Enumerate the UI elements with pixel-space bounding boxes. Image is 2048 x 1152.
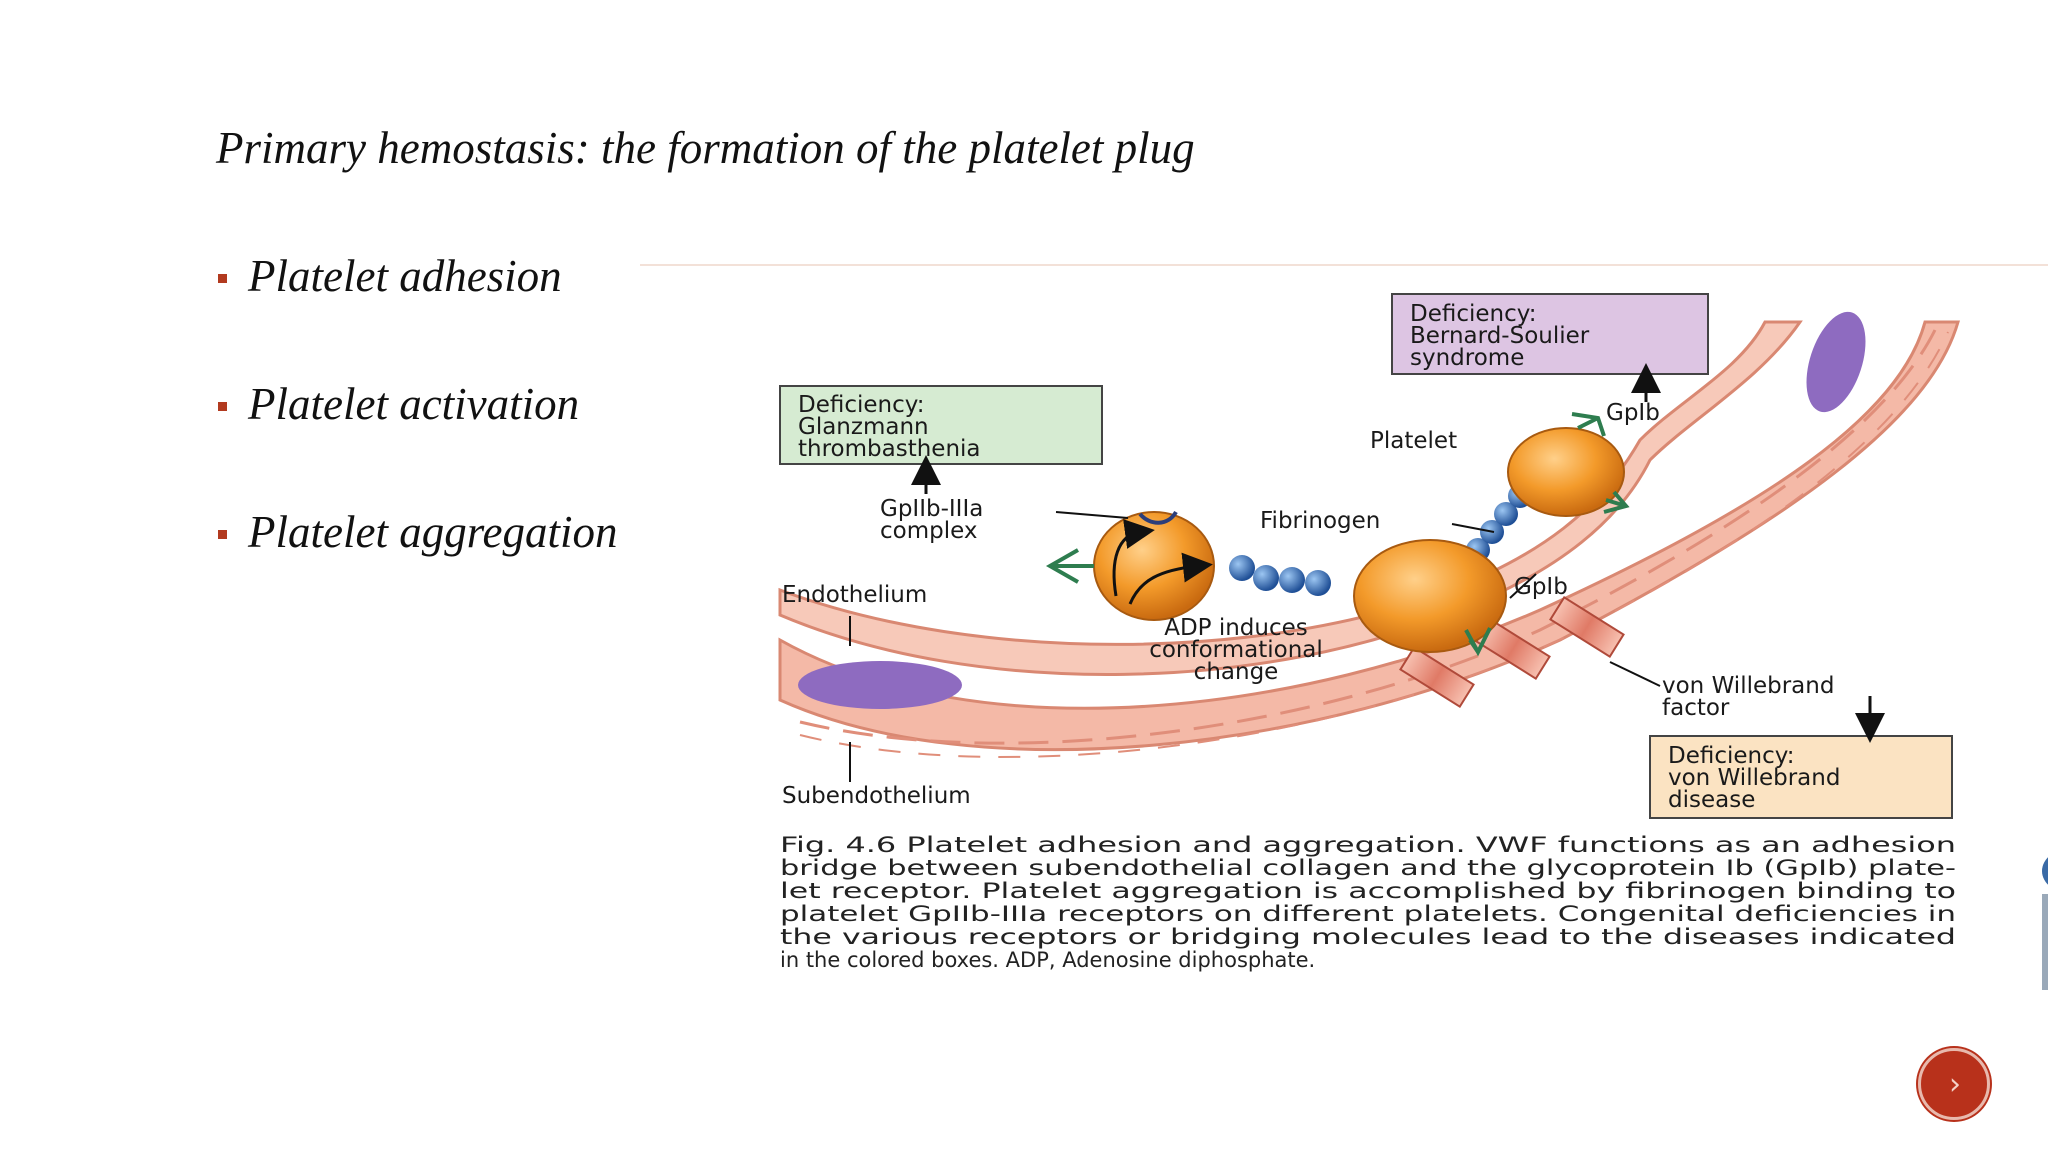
gpib-mid-label: GpIb <box>1514 574 1568 600</box>
endothelium-strip <box>778 320 1803 676</box>
leader-lines <box>849 511 1661 782</box>
gpiib-iiia-label: GpIIb-IIIa <box>880 496 983 522</box>
next-slide-button[interactable]: › <box>1918 1048 1990 1120</box>
caption-line: Fig. 4.6 Platelet adhesion and aggregati… <box>780 833 1956 857</box>
separator-line <box>640 264 2048 266</box>
bullet-item: Platelet activation <box>216 378 640 506</box>
caption-line: the various receptors or bridging molecu… <box>780 925 1956 949</box>
bullet-square-icon <box>218 274 227 283</box>
bernard-box-line: Bernard-Soulier <box>1410 323 1590 349</box>
caption-line: in the colored boxes. ADP, Adenosine dip… <box>780 948 1315 972</box>
vwd-box-line: disease <box>1668 787 1755 813</box>
vwf-bars <box>1399 596 1625 708</box>
platelet-middle <box>1353 539 1507 653</box>
platelet-label: Platelet <box>1370 428 1457 454</box>
floating-tool-stem <box>2042 894 2048 990</box>
bernard-box-line: syndrome <box>1410 345 1524 371</box>
bullet-item: Platelet adhesion <box>216 250 640 378</box>
endothelial-nucleus <box>798 661 962 709</box>
conformation-arrow <box>1128 552 1213 605</box>
glanzmann-box-line: Glanzmann <box>798 414 929 440</box>
bullet-item: Platelet aggregation <box>216 506 640 634</box>
caption-line: let receptor. Platelet aggregation is ac… <box>780 879 1956 903</box>
figure-caption: Fig. 4.6 Platelet adhesion and aggregati… <box>780 833 1956 972</box>
adp-label: conformational <box>1149 637 1323 663</box>
vwf-label: factor <box>1662 695 1730 721</box>
subendothelium-label: Subendothelium <box>782 783 971 809</box>
glanzmann-box-line: thrombasthenia <box>798 436 981 462</box>
conformation-arrow <box>1112 519 1155 597</box>
adp-label: ADP induces <box>1164 615 1308 641</box>
bullet-square-icon <box>218 530 227 539</box>
bullet-square-icon <box>218 402 227 411</box>
caption-line: bridge between subendothelial collagen a… <box>780 856 1956 880</box>
endothelium-label: Endothelium <box>782 582 927 608</box>
pointer-arrows <box>911 363 1885 743</box>
platelet-top <box>1507 427 1625 517</box>
receptor-cup <box>1138 510 1178 525</box>
slide-title: Primary hemostasis: the formation of the… <box>216 123 1195 173</box>
receptors <box>1045 412 1630 657</box>
caption-line: platelet GpIIb-IIIa receptors on differe… <box>780 902 1956 926</box>
gpiib-iiia-label: complex <box>880 518 977 544</box>
endothelial-nucleus <box>1806 311 1866 413</box>
floating-tool-button[interactable] <box>2042 848 2048 894</box>
glanzmann-box <box>779 385 1103 465</box>
adp-label: change <box>1194 659 1279 685</box>
fibrinogen-label: Fibrinogen <box>1260 508 1380 534</box>
next-slide-icon: › <box>1949 1067 1961 1102</box>
vwf-label: von Willebrand <box>1662 673 1834 699</box>
bernard-soulier-box <box>1391 293 1709 375</box>
bernard-box-line: Deficiency: <box>1410 301 1536 327</box>
vwd-box-line: von Willebrand <box>1668 765 1840 791</box>
glanzmann-box-line: Deficiency: <box>798 392 924 418</box>
bullet-list: Platelet adhesion Platelet activation Pl… <box>216 250 640 634</box>
vwd-box-line: Deficiency: <box>1668 743 1794 769</box>
von-willebrand-box <box>1649 735 1953 819</box>
gpib-top-label: GpIb <box>1606 400 1660 426</box>
